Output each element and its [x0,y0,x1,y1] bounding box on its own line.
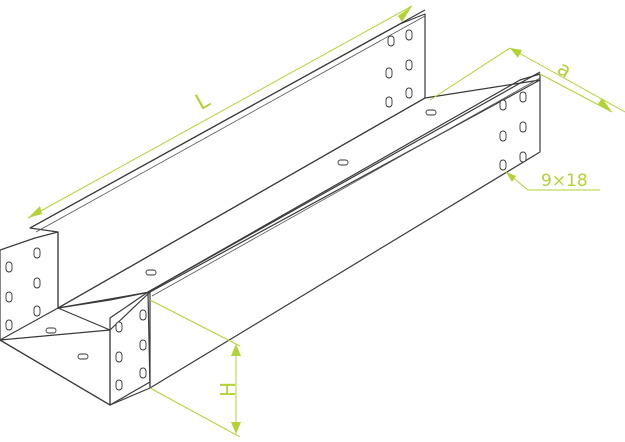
dimension-width: a [429,47,625,113]
slot-hole [45,327,57,334]
dimension-hole: 9×18 [505,171,600,191]
back-wall [29,9,426,309]
slot-hole [519,121,527,133]
slot-hole [385,67,393,79]
slot-hole [139,367,147,379]
slot-hole [405,59,413,71]
slot-hole [115,321,123,333]
dimension-length: L [27,5,413,219]
dimension-height: H [149,299,241,438]
slot-hole [33,277,41,289]
slot-hole [77,353,89,360]
slot-hole [405,29,413,41]
slot-hole [5,319,13,331]
slot-hole [385,96,393,108]
length-label: L [192,87,215,115]
slot-hole [5,291,13,303]
slot-hole [499,159,507,171]
slot-hole [33,247,41,259]
slot-hole [425,109,437,116]
base-ledge [0,291,151,341]
slot-hole [499,99,507,111]
mounting-holes [5,29,527,391]
slot-hole [139,339,147,351]
slot-hole [33,305,41,317]
front-end-plate [109,291,151,406]
slot-hole [519,151,527,163]
slot-hole [115,379,123,391]
left-end-plate [0,231,151,406]
width-label: a [553,56,576,83]
slot-hole [145,269,157,276]
slot-hole [337,159,349,166]
slot-hole [405,87,413,99]
slot-hole [499,130,507,142]
slot-hole [139,309,147,321]
slot-hole [115,351,123,363]
tray-floor [57,79,541,309]
slot-hole [387,35,395,47]
slot-hole [519,91,527,103]
slot-hole [5,261,13,273]
hole-size-label: 9×18 [541,171,588,191]
height-label: H [216,382,240,397]
